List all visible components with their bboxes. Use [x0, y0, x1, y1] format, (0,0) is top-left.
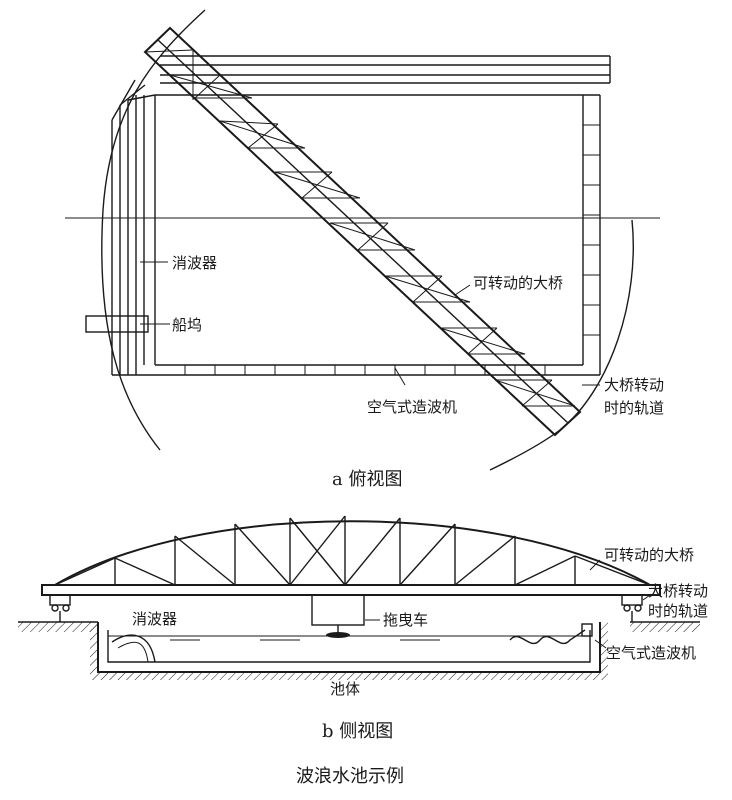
dock-shape — [85, 315, 149, 333]
figure-title: 波浪水池示例 — [296, 766, 404, 787]
top-view: 消波器 船坞 可转动的大桥 空气式造波机 大桥转动 时的轨道 a 俯视图 — [65, 9, 664, 490]
label-side-wave-absorber: 消波器 — [132, 610, 177, 628]
caption-top-view: a 俯视图 — [332, 469, 402, 490]
track-arc-lower — [489, 219, 634, 471]
label-side-carriage: 拖曳车 — [383, 611, 428, 629]
label-side-track-line2: 时的轨道 — [648, 602, 708, 620]
caption-side-view: b 侧视图 — [322, 721, 393, 742]
right-support — [621, 594, 643, 622]
label-side-wave-maker: 空气式造波机 — [606, 644, 696, 662]
leader-bridge — [454, 284, 471, 296]
label-rotating-bridge: 可转动的大桥 — [473, 274, 563, 292]
bridge-deck — [41, 584, 661, 596]
label-side-rotating-bridge: 可转动的大桥 — [604, 546, 694, 564]
track-arc-upper — [101, 9, 206, 451]
bridge-truss-members — [54, 515, 651, 586]
label-side-track-line1: 大桥转动 — [648, 582, 708, 600]
ground-left — [18, 622, 98, 632]
label-wave-maker: 空气式造波机 — [367, 398, 457, 416]
bottom-wall-segments — [184, 365, 546, 375]
label-wave-absorber: 消波器 — [172, 254, 217, 272]
label-dock: 船坞 — [172, 316, 202, 334]
label-side-basin-body: 池体 — [330, 680, 360, 698]
right-wall-segments — [583, 124, 600, 336]
wave-absorber-ramp — [111, 634, 156, 663]
left-support — [49, 594, 71, 622]
basin-body — [90, 622, 608, 680]
rotating-bridge-truss — [143, 26, 582, 437]
ground-right — [630, 622, 700, 632]
bridge-arch — [54, 520, 651, 586]
wave-maker-waves — [509, 629, 586, 645]
carriage — [311, 594, 365, 638]
wave-maker-unit — [581, 623, 593, 637]
label-track-line2: 时的轨道 — [604, 399, 664, 417]
side-view: 可转动的大桥 大桥转动 时的轨道 消波器 拖曳车 空气式造波机 池体 b 侧视图 — [18, 515, 708, 742]
leader-wave-maker — [394, 367, 406, 386]
label-track-line1: 大桥转动 — [604, 376, 664, 394]
